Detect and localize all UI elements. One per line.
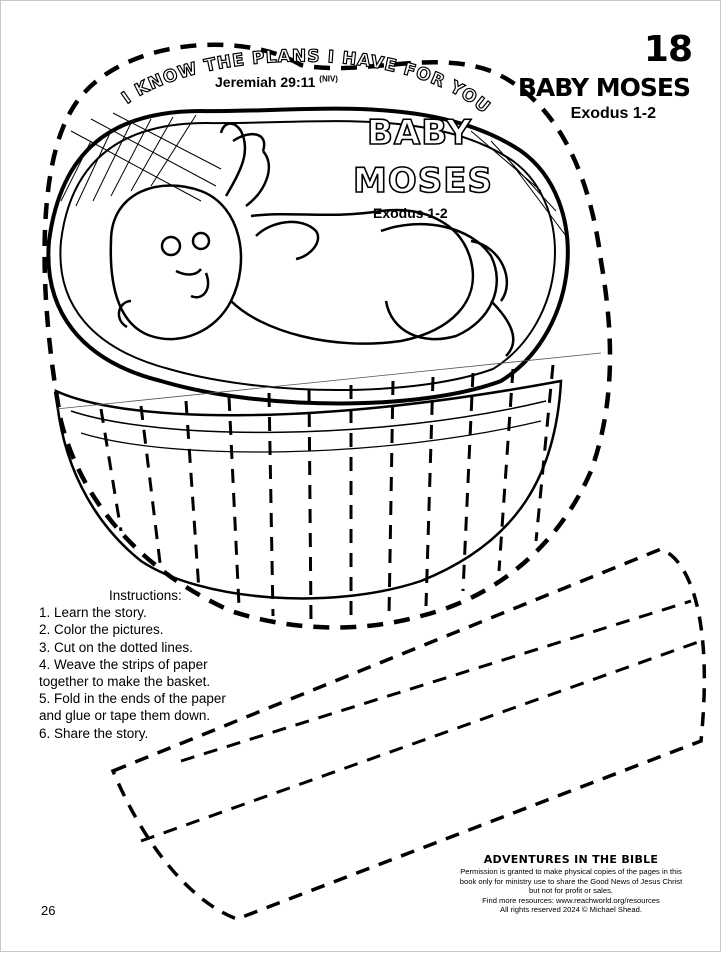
brand-name: ADVENTURES IN THE BIBLE xyxy=(483,853,659,866)
lesson-title: BABY MOSES xyxy=(517,73,691,102)
instructions-heading: Instructions: xyxy=(109,588,182,603)
instructions-block: Instructions: 1. Learn the story. 2. Col… xyxy=(39,587,279,742)
instruction-step: together to make the basket. xyxy=(39,674,211,690)
basket-body xyxy=(54,379,563,600)
baby-illustration xyxy=(109,122,515,357)
permission-line: but not for profit or sales. xyxy=(529,886,613,896)
instruction-step: 1. Learn the story. xyxy=(39,605,147,621)
instruction-step: and glue or tape them down. xyxy=(39,708,211,724)
bottom-strip-cut-lines[interactable] xyxy=(140,599,702,843)
svg-text:I KNOW THE PLANS I HAVE FOR YO: I KNOW THE PLANS I HAVE FOR YOU, xyxy=(1,1,494,118)
cutout-reference: Exodus 1-2 xyxy=(373,205,448,221)
instruction-step: 6. Share the story. xyxy=(39,725,149,741)
permission-line: Permission is granted to make physical c… xyxy=(460,867,682,876)
credits-block: ADVENTURES IN THE BIBLE Permission is gr… xyxy=(441,853,701,915)
instruction-step: 3. Cut on the dotted lines. xyxy=(39,639,193,655)
bottom-strip-outline[interactable] xyxy=(110,547,707,921)
instruction-step: 4. Weave the strips of paper xyxy=(39,656,208,672)
cutout-title-line-2: MOSES xyxy=(352,160,493,202)
page-number: 26 xyxy=(41,903,56,918)
copyright-line: All rights reserved 2024 © Michael Shead… xyxy=(500,905,642,915)
lesson-reference: Exodus 1-2 xyxy=(570,105,656,122)
basket-weave-lines xyxy=(60,112,567,237)
instruction-step: 5. Fold in the ends of the paper xyxy=(39,691,226,707)
verse-version: (NIV) xyxy=(319,74,338,84)
permission-line: book only for ministry use to share the … xyxy=(459,876,683,886)
verse-reference: Jeremiah 29:11 (NIV) xyxy=(215,74,338,90)
verse-reference-text: Jeremiah 29:11 xyxy=(215,74,316,90)
basket-rim xyxy=(46,106,570,406)
verse-text: I KNOW THE PLANS I HAVE FOR YOU, xyxy=(1,1,494,119)
cutout-dashed-outline[interactable] xyxy=(42,42,613,630)
lesson-number: 18 xyxy=(643,29,693,70)
cutout-title-line-1: BABY xyxy=(366,112,472,154)
resources-line: Find more resources: www.reachworld.org/… xyxy=(482,895,660,905)
instruction-step: 2. Color the pictures. xyxy=(39,622,164,638)
strip-cut-lines[interactable] xyxy=(99,364,555,622)
